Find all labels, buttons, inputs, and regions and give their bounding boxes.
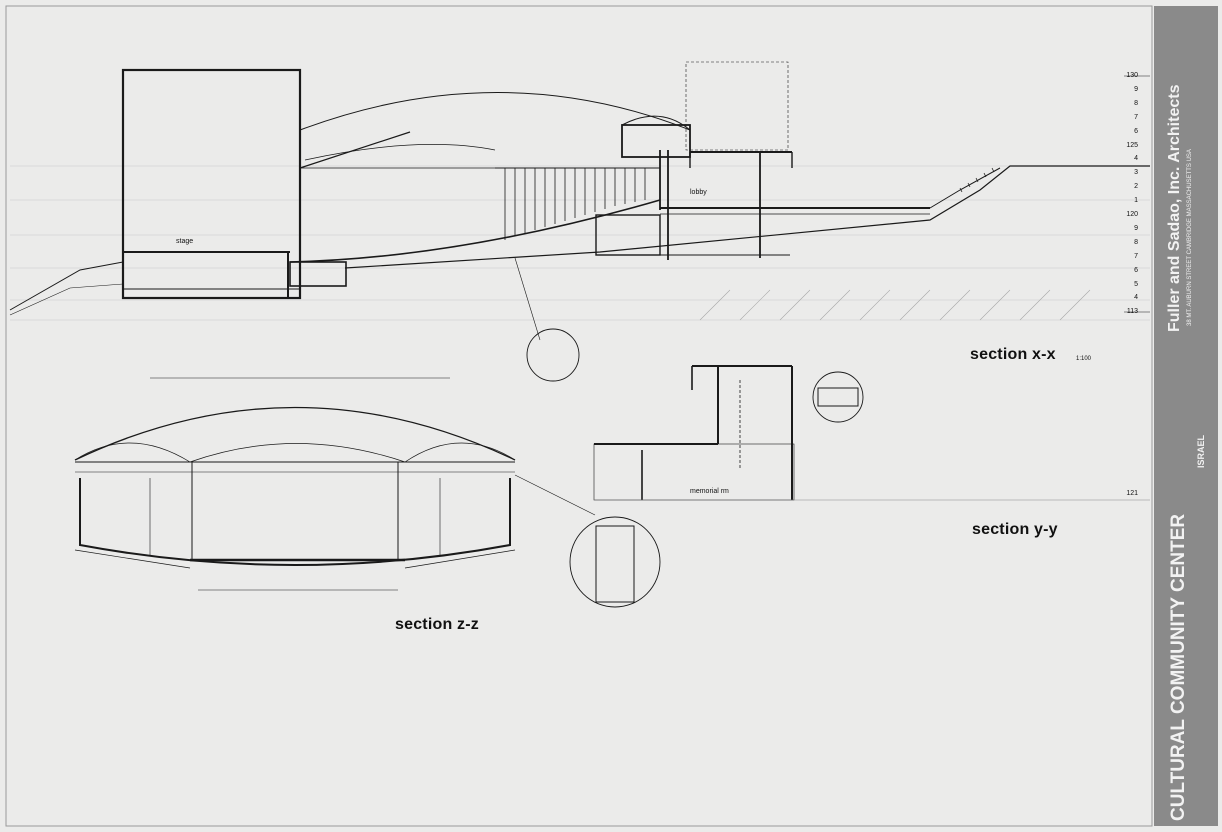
architects-name: Fuller and Sadao, Inc. Architects [1166, 84, 1183, 332]
elevation-tick: 1 [1134, 197, 1138, 205]
project-location: ISRAEL [1196, 434, 1206, 468]
dome-arch [74, 406, 516, 461]
projection-room [621, 124, 691, 158]
lobby-label: lobby [690, 189, 707, 196]
ground-hatch [699, 289, 1091, 321]
elevation-tick: 2 [1134, 183, 1138, 191]
section-yy-label: section y-y [972, 521, 1058, 538]
elevation-tick: 7 [1134, 252, 1138, 260]
architects-address: 38 MT. AUBURN STREET CAMBRIDGE MASSACHUS… [1187, 149, 1193, 326]
section-xx-label: section x-x [970, 346, 1056, 363]
elevation-tick: 125 [1126, 141, 1138, 149]
elevation-tick: 4 [1134, 294, 1138, 302]
section-zz-label: section z-z [395, 616, 479, 633]
section-zz-drawing [74, 377, 661, 608]
elevation-tick: 120 [1126, 211, 1138, 218]
seating-rake [289, 199, 661, 263]
elevation-tick: 113 [1126, 308, 1138, 316]
seating-steps [504, 168, 646, 240]
elevation-tick: 4 [1134, 155, 1138, 163]
detail-bubble-1 [526, 328, 580, 382]
scale-label: 1:100 [1076, 356, 1092, 362]
datum-lines [10, 165, 1150, 321]
elevation-tick: 5 [1134, 280, 1138, 288]
elevation-tick: 6 [1134, 127, 1138, 135]
elevation-tick: 7 [1134, 113, 1138, 121]
elevation-tick: 9 [1134, 85, 1138, 93]
section-xx-drawing [9, 61, 1150, 382]
elevation-tick: 121 [1126, 490, 1138, 497]
roof-arch [299, 92, 691, 131]
detail-bubble-2 [812, 371, 864, 423]
stage-label: stage [176, 238, 194, 245]
elevation-tick: 130 [1126, 72, 1138, 79]
title-block: Fuller and Sadao, Inc. Architects 38 MT.… [1154, 6, 1218, 826]
project-name: CULTURAL COMMUNITY CENTER [1168, 513, 1189, 821]
memorial-rm-label: memorial rm [690, 488, 729, 495]
elevation-tick: 8 [1134, 238, 1138, 246]
hall-shell [79, 478, 511, 566]
detail-bubble-3 [569, 516, 661, 608]
sheet-border [5, 5, 1153, 827]
elevation-tick: 8 [1134, 99, 1138, 107]
orchestra-pit [289, 261, 347, 287]
section-yy-drawing [593, 365, 1150, 501]
stage-house [121, 68, 302, 300]
elevation-tick: 3 [1134, 169, 1138, 177]
terrain-line [344, 165, 1150, 269]
elevation-tick: 6 [1134, 266, 1138, 274]
elevation-scale [1124, 75, 1150, 313]
elevation-tick: 9 [1134, 224, 1138, 232]
